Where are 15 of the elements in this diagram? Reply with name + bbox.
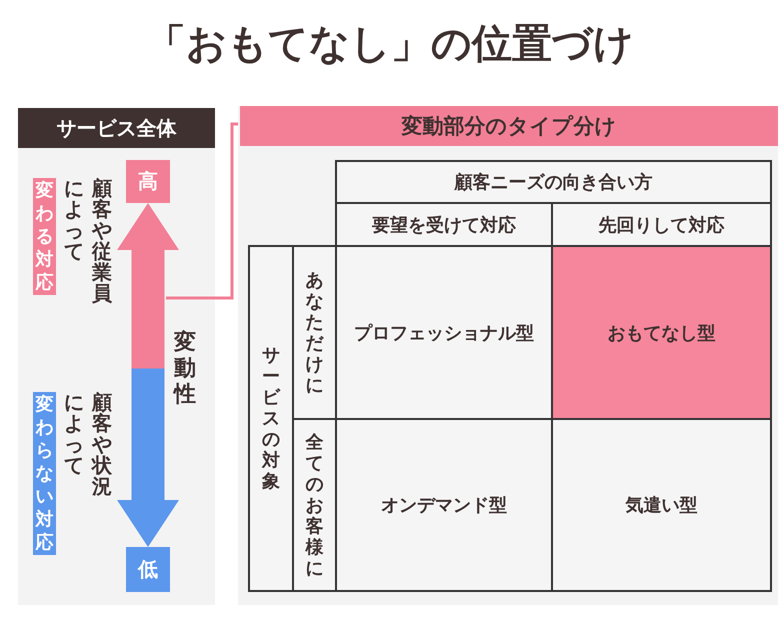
panel <box>238 106 778 605</box>
panel-header: 変動部分のタイプ分け <box>240 106 778 146</box>
level-box: 低 <box>126 547 170 592</box>
tag: 変わらない対応 <box>33 392 56 555</box>
arrow <box>117 203 179 547</box>
highlighted-cell: おもてなし型 <box>551 245 772 420</box>
side-note: 顧客や従業員によって <box>63 178 113 304</box>
title: 「おもてなし」の位置づけ <box>145 20 635 68</box>
side-note: 顧客や状況によって <box>63 392 113 497</box>
tag: 変わる対応 <box>33 178 56 295</box>
panel-header: サービス全体 <box>18 108 215 148</box>
table-cell: 顧客ニーズの向き合い方 <box>335 160 772 204</box>
table-cell: サービスの対象 <box>248 245 294 592</box>
level-box: 高 <box>126 160 170 203</box>
table-cell: 気遣い型 <box>551 418 772 592</box>
